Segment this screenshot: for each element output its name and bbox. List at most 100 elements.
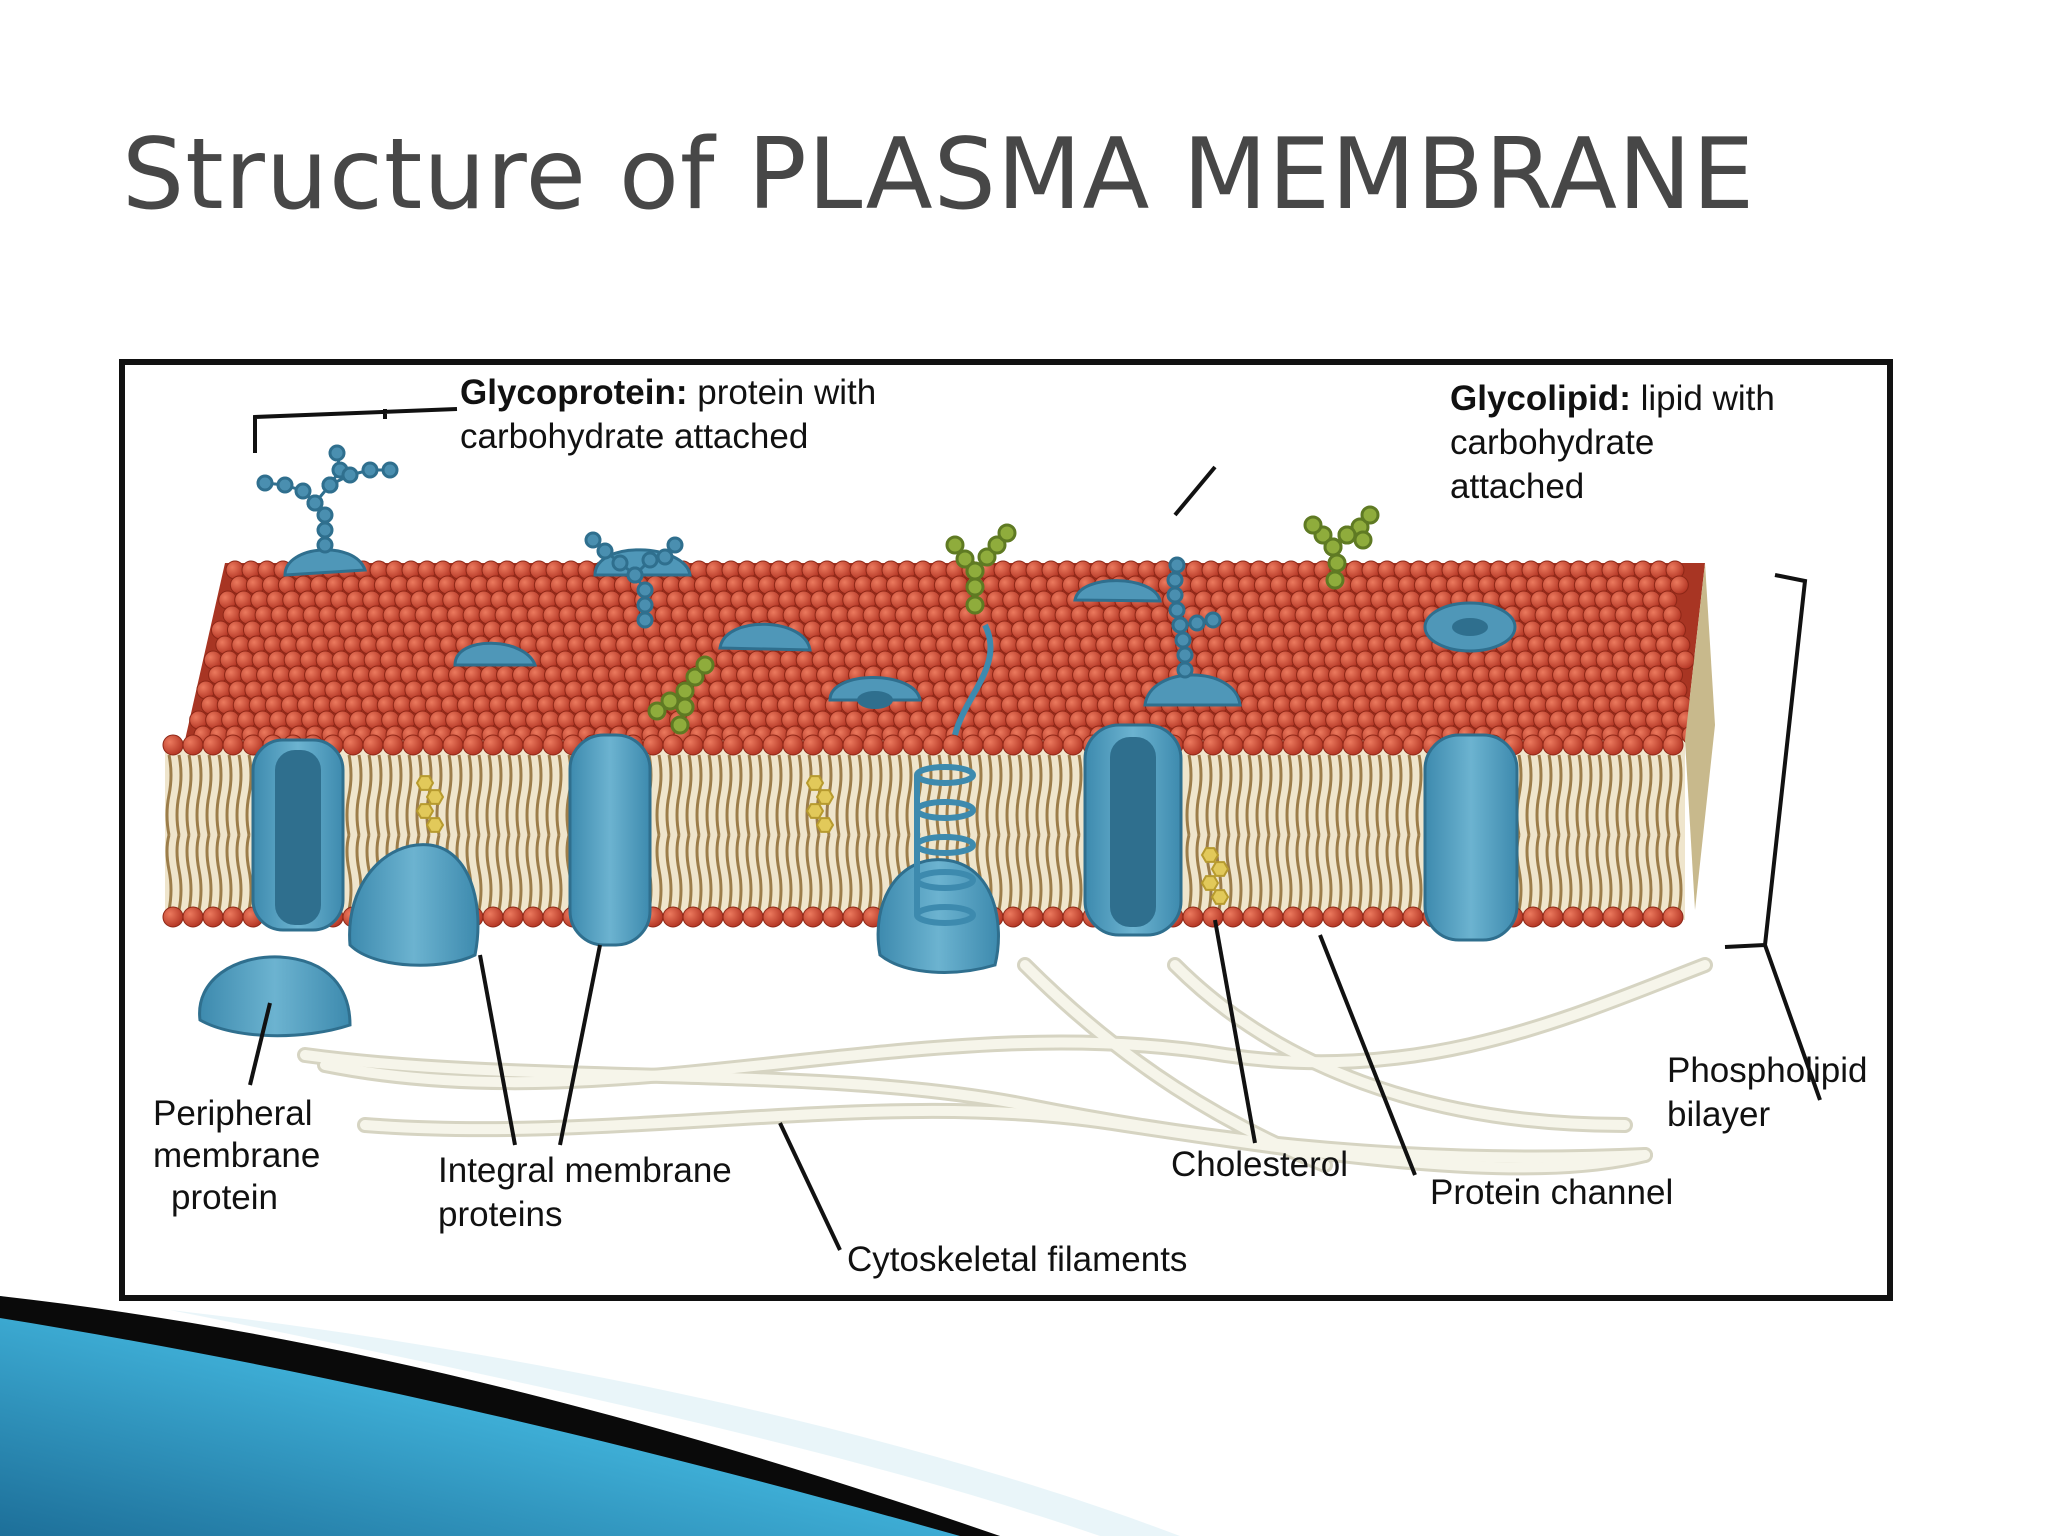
label-peripheral-line2: membrane — [153, 1136, 321, 1175]
glycoprotein-sugar — [1166, 571, 1184, 589]
glycolipid-sugar — [955, 549, 975, 569]
phospholipid-head — [222, 734, 244, 756]
glycolipid-sugar — [1303, 515, 1323, 535]
phospholipid-head — [1562, 734, 1584, 756]
label-glycoprotein-term: Glycoprotein: — [460, 373, 688, 412]
phospholipid-head — [662, 906, 684, 928]
label-glycolipid-term: Glycolipid: — [1450, 379, 1631, 418]
glycoprotein-sugar — [1171, 616, 1189, 634]
glycolipid-sugar — [670, 715, 690, 735]
label-peripheral-line1: Peripheral — [153, 1094, 313, 1133]
phospholipid-head — [1042, 906, 1064, 928]
membrane-diagram-frame: Glycoprotein: protein with carbohydrate … — [119, 359, 1893, 1301]
phospholipid-head — [902, 734, 924, 756]
phospholipid-head — [702, 906, 724, 928]
label-peripheral-membrane-protein: Peripheral membrane protein — [153, 1093, 320, 1219]
phospholipid-head — [362, 734, 384, 756]
integral-protein-right-lower — [876, 858, 1000, 974]
phospholipid-head — [1602, 906, 1624, 928]
phospholipid-head — [1362, 906, 1384, 928]
glycoprotein-sugar — [316, 521, 334, 539]
label-glycolipid: Glycolipid: lipid with carbohydrate atta… — [1450, 377, 1775, 509]
glycoprotein-sugar — [596, 542, 614, 560]
phospholipid-head — [1669, 575, 1689, 595]
glycolipid-sugar — [1323, 537, 1343, 557]
cholesterol-ring — [415, 775, 435, 791]
cholesterol-ring — [1210, 889, 1230, 905]
cholesterol-ring — [1200, 847, 1220, 863]
phospholipid-head — [1382, 906, 1404, 928]
glycolipid-sugar — [987, 535, 1007, 555]
glycoprotein-sugar — [256, 474, 274, 492]
cholesterol-ring — [415, 803, 435, 819]
phospholipid-head — [1562, 906, 1584, 928]
phospholipid-head — [502, 734, 524, 756]
glycoprotein-sugar — [361, 461, 379, 479]
label-glycoprotein-line2: carbohydrate attached — [460, 417, 809, 456]
phospholipid-head — [962, 734, 984, 756]
glycolipid-sugar — [660, 691, 680, 711]
phospholipid-head — [1402, 906, 1424, 928]
glycoprotein-sugar — [656, 548, 674, 566]
phospholipid-head — [1062, 734, 1084, 756]
membrane-diagram — [162, 407, 1822, 1251]
glycoprotein-sugar — [626, 566, 644, 584]
phospholipid-head — [1262, 906, 1284, 928]
label-phospholipid-bilayer: Phospholipid bilayer — [1667, 1049, 1867, 1137]
phospholipid-head — [662, 734, 684, 756]
phospholipid-head — [1242, 734, 1264, 756]
integral-protein-channel-left — [251, 738, 345, 932]
phospholipid-head — [1522, 906, 1544, 928]
glycoprotein-sugar — [636, 596, 654, 614]
glycoprotein-sugar — [341, 466, 359, 484]
phospholipid-head — [782, 734, 804, 756]
peripheral-membrane-protein — [198, 955, 352, 1038]
phospholipid-head — [842, 734, 864, 756]
glycoprotein-sugar — [316, 506, 334, 524]
glycolipid-sugar — [945, 535, 965, 555]
slide-title: Structure of PLASMA MEMBRANE — [122, 118, 1756, 232]
phospholipid-head — [1242, 906, 1264, 928]
phospholipid-head — [1002, 906, 1024, 928]
glycolipid-sugar — [1360, 505, 1380, 525]
phospholipid-head — [1022, 734, 1044, 756]
label-peripheral-line3: protein — [171, 1178, 279, 1217]
glycolipid-sugar — [997, 523, 1017, 543]
phospholipid-head — [462, 734, 484, 756]
phospholipid-head — [162, 734, 184, 756]
phospholipid-head — [682, 906, 704, 928]
phospholipid-head — [1642, 906, 1664, 928]
glycoprotein-sugar — [328, 444, 346, 462]
glycoprotein-sugar — [1168, 556, 1186, 574]
glycolipid-carbohydrate-chains — [647, 505, 1380, 735]
label-integral-line2: proteins — [438, 1195, 563, 1234]
phospholipid-head — [982, 734, 1004, 756]
phospholipid-head — [522, 734, 544, 756]
cholesterol-ring — [1200, 875, 1220, 891]
glycoprotein-sugar — [316, 536, 334, 554]
phospholipid-head — [1582, 906, 1604, 928]
cholesterol-ring — [1210, 861, 1230, 877]
phospholipid-head — [202, 906, 224, 928]
phospholipid-head — [202, 734, 224, 756]
glycoprotein-sugar — [321, 476, 339, 494]
phospholipid-head — [1662, 906, 1684, 928]
protein-channel-right — [1083, 723, 1183, 937]
phospholipid-head — [1302, 906, 1324, 928]
phospholipid-head — [1262, 734, 1284, 756]
phospholipid-head — [822, 734, 844, 756]
phospholipid-head — [542, 734, 564, 756]
phospholipid-head — [1542, 906, 1564, 928]
phospholipid-head — [1622, 734, 1644, 756]
phospholipid-head — [482, 734, 504, 756]
integral-protein-left-lower — [348, 843, 480, 967]
phospholipid-head — [822, 906, 844, 928]
phospholipid-head — [722, 734, 744, 756]
glycolipid-sugar — [1327, 553, 1347, 573]
phospholipid-head — [442, 734, 464, 756]
phospholipid-head — [942, 734, 964, 756]
label-phospholipid-line1: Phospholipid — [1667, 1051, 1868, 1090]
glycoprotein-sugar — [276, 476, 294, 494]
phospholipid-head — [1322, 906, 1344, 928]
